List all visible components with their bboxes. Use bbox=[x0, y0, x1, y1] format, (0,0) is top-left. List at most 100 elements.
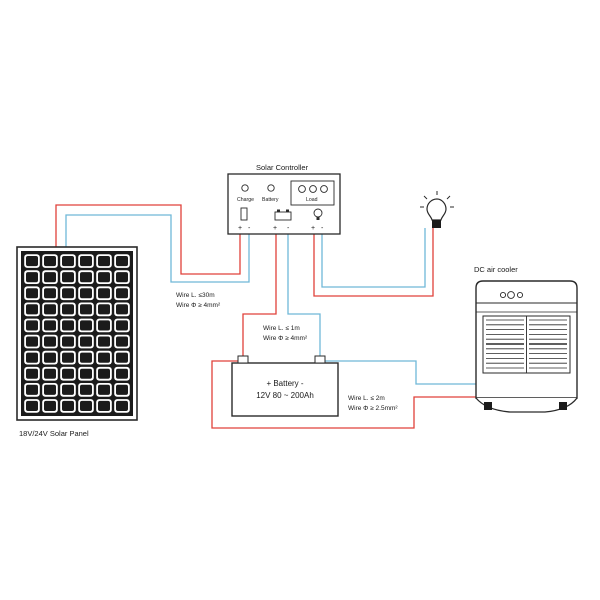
panel-cell-core bbox=[26, 256, 38, 267]
solar-panel bbox=[16, 246, 138, 421]
panel-cell-core bbox=[26, 272, 38, 283]
panel-cell-core bbox=[116, 400, 128, 411]
panel-cell-core bbox=[116, 368, 128, 379]
charge-label: Charge bbox=[237, 197, 254, 203]
panel-cell-core bbox=[116, 336, 128, 347]
battery-wire-gauge: Wire Φ ≥ 4mm² bbox=[263, 335, 308, 342]
light-bulb-icon bbox=[420, 191, 454, 228]
panel-wire-gauge: Wire Φ ≥ 4mm² bbox=[176, 302, 221, 309]
load-button-icon[interactable] bbox=[309, 185, 317, 193]
panel-cell-core bbox=[116, 288, 128, 299]
cooler-wheel-icon bbox=[559, 402, 567, 410]
battery-spec: 12V 80 ~ 200Ah bbox=[256, 391, 314, 400]
panel-cell-core bbox=[26, 288, 38, 299]
panel-cell-core bbox=[26, 400, 38, 411]
panel-cell-core bbox=[44, 320, 56, 331]
battery-title: + Battery - bbox=[266, 379, 303, 388]
panel-cell-core bbox=[44, 304, 56, 315]
panel-cell-core bbox=[98, 384, 110, 395]
panel-cell-core bbox=[44, 368, 56, 379]
solar-panel-label: 18V/24V Solar Panel bbox=[19, 429, 89, 438]
panel-cell-core bbox=[62, 288, 74, 299]
panel-cell-core bbox=[26, 368, 38, 379]
panel-cell-core bbox=[116, 256, 128, 267]
load-button-icon[interactable] bbox=[320, 185, 328, 193]
panel-cell-core bbox=[62, 368, 74, 379]
load-button-panel[interactable] bbox=[290, 180, 335, 206]
cooler-wheel-icon bbox=[484, 402, 492, 410]
bulb-negative-wire bbox=[321, 228, 426, 288]
panel-cell-core bbox=[44, 400, 56, 411]
cooler-label: DC air cooler bbox=[474, 265, 518, 274]
battery-positive-wire bbox=[242, 231, 277, 361]
battery-negative-post bbox=[314, 355, 326, 364]
panel-cell-core bbox=[98, 368, 110, 379]
battery-indicator-icon bbox=[267, 184, 275, 192]
panel-cell-core bbox=[98, 272, 110, 283]
cooler-knob-icon[interactable] bbox=[516, 291, 524, 299]
panel-cell-core bbox=[116, 272, 128, 283]
panel-cell-core bbox=[62, 336, 74, 347]
solar-panel-symbol-icon bbox=[240, 207, 248, 221]
panel-cell-core bbox=[116, 320, 128, 331]
panel-cell-core bbox=[26, 336, 38, 347]
panel-negative-wire bbox=[65, 214, 250, 283]
panel-cell-core bbox=[44, 384, 56, 395]
cooler-knob-icon[interactable] bbox=[507, 291, 515, 299]
cooler-positive-wire bbox=[211, 360, 476, 429]
panel-cell-core bbox=[80, 352, 92, 363]
panel-cell-core bbox=[80, 272, 92, 283]
panel-cell-core bbox=[62, 384, 74, 395]
panel-cell-core bbox=[62, 304, 74, 315]
panel-cell-core bbox=[26, 352, 38, 363]
panel-cell-core bbox=[80, 384, 92, 395]
load-plus-terminal: + bbox=[311, 225, 315, 232]
panel-cell-core bbox=[26, 304, 38, 315]
load-wire-gauge: Wire Φ ≥ 2.5mm² bbox=[348, 405, 398, 412]
battery-wire-length: Wire L. ≤ 1m bbox=[263, 325, 300, 332]
panel-cell-core bbox=[98, 320, 110, 331]
panel-cell-core bbox=[44, 352, 56, 363]
panel-positive-wire bbox=[55, 204, 241, 275]
panel-cell-core bbox=[116, 384, 128, 395]
bulb-symbol-icon bbox=[313, 208, 323, 220]
charge-plus-terminal: + bbox=[238, 225, 242, 232]
panel-cell-core bbox=[62, 272, 74, 283]
cooler-negative-wire bbox=[320, 360, 476, 385]
battery-plus-terminal: + bbox=[273, 225, 277, 232]
panel-cell-core bbox=[80, 304, 92, 315]
panel-cell-core bbox=[62, 320, 74, 331]
load-minus-terminal: - bbox=[321, 225, 324, 232]
panel-cell-core bbox=[26, 320, 38, 331]
panel-cell-core bbox=[44, 256, 56, 267]
panel-cell-core bbox=[26, 384, 38, 395]
load-button-icon[interactable] bbox=[298, 185, 306, 193]
charge-minus-terminal: - bbox=[248, 225, 251, 232]
bulb-positive-wire bbox=[313, 228, 434, 297]
panel-cell-core bbox=[98, 304, 110, 315]
panel-cell-core bbox=[80, 400, 92, 411]
dc-air-cooler bbox=[475, 280, 578, 413]
panel-cell-core bbox=[44, 272, 56, 283]
battery-negative-wire bbox=[287, 231, 321, 361]
panel-cell-core bbox=[80, 256, 92, 267]
panel-cell-core bbox=[116, 304, 128, 315]
panel-cell-core bbox=[44, 288, 56, 299]
panel-cell-core bbox=[62, 352, 74, 363]
cooler-knob-icon[interactable] bbox=[499, 291, 507, 299]
wires bbox=[55, 204, 476, 429]
panel-cell-core bbox=[98, 352, 110, 363]
panel-cell-core bbox=[98, 256, 110, 267]
panel-cell-core bbox=[80, 336, 92, 347]
panel-cell-core bbox=[98, 400, 110, 411]
battery-symbol-icon bbox=[274, 209, 292, 221]
battery-label: Battery bbox=[262, 197, 279, 203]
panel-cells bbox=[24, 254, 130, 413]
load-wire-length: Wire L. ≤ 2m bbox=[348, 395, 385, 402]
panel-cell-core bbox=[80, 320, 92, 331]
battery: + Battery - 12V 80 ~ 200Ah bbox=[231, 355, 339, 417]
panel-wire-length: Wire L. ≤30m bbox=[176, 292, 215, 299]
charge-indicator-icon bbox=[241, 184, 249, 192]
panel-cell-core bbox=[98, 288, 110, 299]
